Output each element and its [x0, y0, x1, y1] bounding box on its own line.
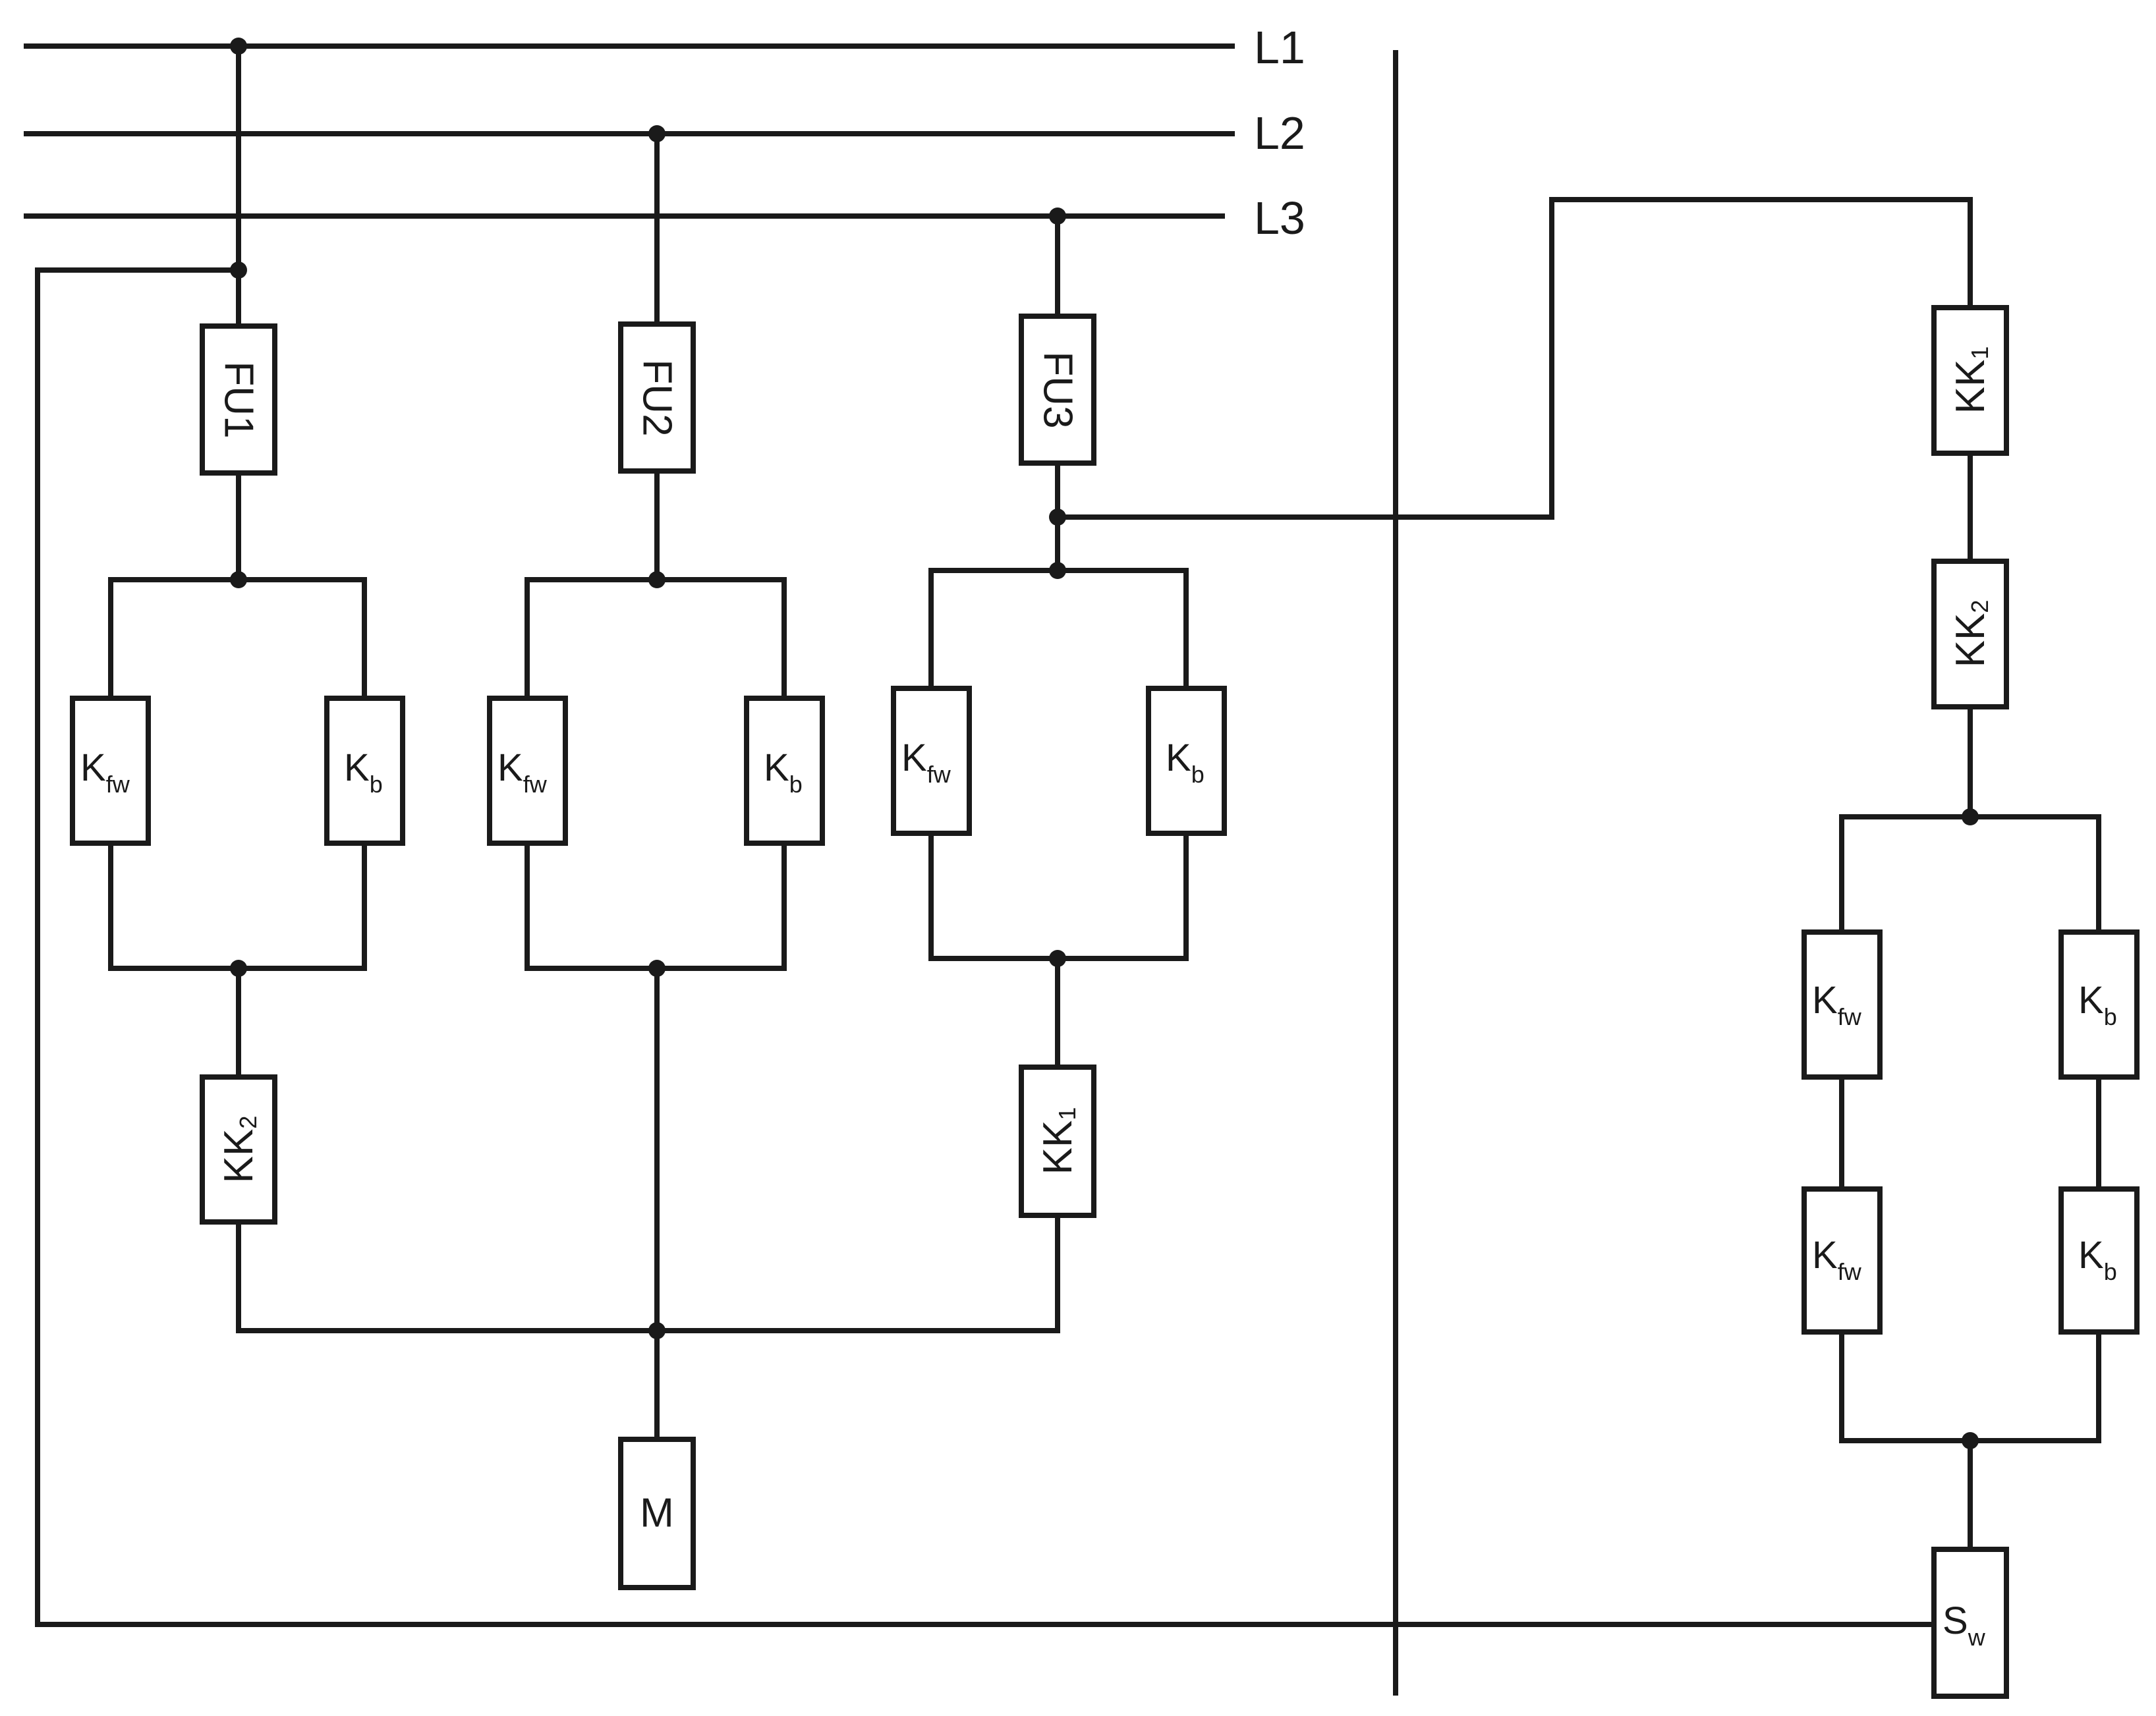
- control-parallel-top: [1839, 814, 2101, 935]
- junction-ctrl-bottom: [1962, 1432, 1979, 1449]
- fuse-fu1: FU1: [200, 323, 277, 476]
- branch-3-parallel-bottom: [928, 831, 1189, 961]
- junction-b1-bottom: [230, 960, 247, 977]
- branch-2-parallel-bottom: [525, 841, 787, 971]
- label-l2: L2: [1254, 107, 1305, 159]
- svg-text:Kfw: Kfw: [1812, 1234, 1862, 1285]
- wires: [24, 43, 2101, 1696]
- junction-b2-bottom: [648, 960, 666, 977]
- junction-b2-top: [648, 571, 666, 588]
- svg-text:Sw: Sw: [1943, 1599, 1986, 1651]
- motor: M: [618, 1437, 696, 1590]
- junction-common: [648, 1322, 666, 1339]
- svg-text:Kb: Kb: [2078, 1234, 2117, 1285]
- branch-1-parallel-bottom: [108, 841, 367, 971]
- label-l3: L3: [1254, 192, 1305, 244]
- thermal-kk1-control: KK1: [1931, 305, 2009, 456]
- junction-return: [230, 262, 247, 279]
- svg-text:Kb: Kb: [344, 746, 383, 798]
- bus-labels: L1 L2 L3: [1254, 22, 1305, 244]
- junction-ctrl-top: [1962, 808, 1979, 825]
- svg-text:KK1: KK1: [1948, 346, 1993, 414]
- fuse-fu2-label: FU2: [635, 359, 680, 436]
- junctions: [230, 38, 1979, 1449]
- junction-b3-top: [1049, 562, 1066, 579]
- branch-3-parallel: [928, 568, 1189, 691]
- switch-sw: Sw: [1931, 1547, 2009, 1699]
- fuse-fu3-label: FU3: [1035, 351, 1081, 428]
- thermal-kk2-control: KK2: [1931, 559, 2009, 709]
- svg-text:Kb: Kb: [2078, 979, 2117, 1030]
- svg-text:KK2: KK2: [216, 1116, 262, 1184]
- fuse-fu3: FU3: [1019, 314, 1096, 466]
- contactor-kb-branch-1: Kb: [324, 696, 405, 846]
- motor-label: M: [640, 1491, 674, 1536]
- contactor-kfw-branch-2: Kfw: [487, 696, 568, 846]
- junction-l2: [648, 125, 666, 142]
- svg-text:Kb: Kb: [1166, 736, 1205, 788]
- thermal-kk2-branch-1: KK2: [200, 1074, 277, 1225]
- junction-b1-top: [230, 571, 247, 588]
- svg-text:KK1: KK1: [1035, 1107, 1081, 1175]
- junction-l1: [230, 38, 247, 55]
- contactor-kfw-branch-3: Kfw: [891, 686, 972, 836]
- branch-2-parallel: [525, 577, 787, 701]
- contactor-kb-branch-3: Kb: [1146, 686, 1227, 836]
- contactor-kb-control-1: Kb: [2058, 929, 2140, 1080]
- thermal-kk1-branch-3: KK1: [1019, 1065, 1096, 1218]
- svg-text:Kfw: Kfw: [80, 746, 130, 798]
- junction-b3-bottom: [1049, 950, 1066, 967]
- contactor-kb-control-2: Kb: [2058, 1186, 2140, 1335]
- junction-l3: [1049, 208, 1066, 225]
- control-feed: [1055, 197, 1973, 520]
- contactor-kfw-branch-1: Kfw: [70, 696, 151, 846]
- svg-text:Kfw: Kfw: [1812, 979, 1862, 1030]
- contactor-kfw-control-2: Kfw: [1801, 1186, 1883, 1335]
- label-l1: L1: [1254, 22, 1305, 73]
- svg-text:Kb: Kb: [764, 746, 803, 798]
- junction-b3-control: [1049, 509, 1066, 526]
- branch-3-to-common: [654, 1213, 1060, 1333]
- svg-text:Kfw: Kfw: [901, 736, 951, 788]
- fuse-fu1-label: FU1: [216, 361, 262, 438]
- branch-1-to-common: [236, 1219, 660, 1333]
- contactor-kfw-control-1: Kfw: [1801, 929, 1883, 1080]
- svg-text:Kfw: Kfw: [497, 746, 548, 798]
- branch-1-parallel: [108, 577, 367, 701]
- contactor-kb-branch-2: Kb: [744, 696, 825, 846]
- control-parallel-bottom: [1839, 1329, 2101, 1443]
- fuse-fu2: FU2: [618, 321, 696, 474]
- return-wire: [35, 267, 1937, 1627]
- svg-text:KK2: KK2: [1948, 600, 1993, 668]
